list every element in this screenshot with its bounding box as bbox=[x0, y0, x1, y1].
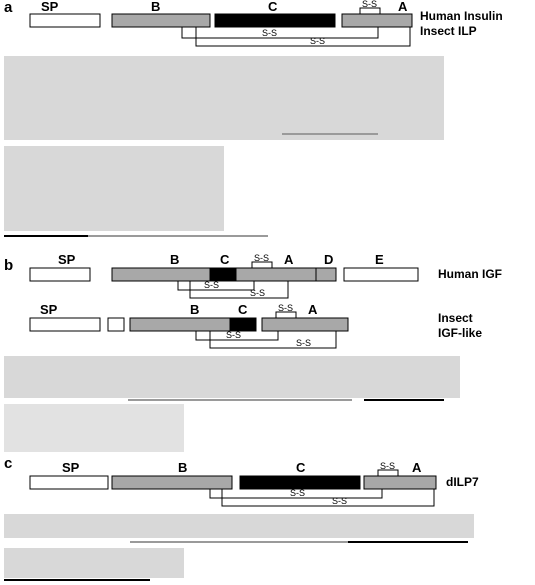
intra-a-disulfide bbox=[275, 311, 297, 318]
domain-e-label: E bbox=[375, 252, 384, 267]
alignment-block-a2 bbox=[4, 146, 224, 231]
domain-sp-box bbox=[29, 267, 91, 282]
disulfide-bond-1 bbox=[181, 27, 379, 39]
sequence-alignment-a bbox=[4, 56, 444, 237]
alignment-block-a1 bbox=[4, 56, 444, 140]
sequence-alignment-b bbox=[4, 356, 460, 452]
domain-d-label: D bbox=[324, 252, 333, 267]
domain-sp-label: SP bbox=[58, 252, 76, 267]
domain-c-box bbox=[239, 475, 361, 490]
alignment-block-b2 bbox=[4, 404, 184, 452]
domain-a-label: A bbox=[308, 302, 318, 317]
domain-b-label: B bbox=[190, 302, 199, 317]
disulfide-label-1: S-S bbox=[262, 28, 277, 38]
title-insect-ilp: Insect ILP bbox=[420, 24, 477, 38]
alignment-block-c2 bbox=[4, 548, 184, 578]
spacer-box bbox=[107, 317, 125, 332]
title-human-igf: Human IGF bbox=[438, 267, 502, 281]
domain-sp-box bbox=[29, 13, 101, 28]
intra-a-ss-label: S-S bbox=[278, 303, 293, 313]
domain-a-box bbox=[261, 317, 349, 332]
domain-sp-label: SP bbox=[62, 460, 80, 475]
title-insect: Insect bbox=[438, 311, 473, 325]
domain-b-label: B bbox=[170, 252, 179, 267]
intra-a-ss-label: S-S bbox=[362, 0, 377, 9]
domain-e-box bbox=[343, 267, 419, 282]
domain-sp-box bbox=[29, 475, 109, 490]
disulfide-bond-2 bbox=[195, 27, 411, 47]
disulfide-label-2: S-S bbox=[332, 496, 347, 506]
domain-b-box bbox=[129, 317, 231, 332]
domain-c-label: C bbox=[296, 460, 306, 475]
intra-a-ss-label: S-S bbox=[380, 461, 395, 471]
disulfide-label-2: S-S bbox=[296, 338, 311, 348]
disulfide-label-1: S-S bbox=[226, 330, 241, 340]
disulfide-bond-1 bbox=[209, 489, 383, 499]
disulfide-bond-2 bbox=[189, 281, 289, 299]
disulfide-bond-1 bbox=[195, 331, 279, 341]
sequence-alignment-c bbox=[4, 514, 474, 581]
domain-c-label: C bbox=[238, 302, 248, 317]
panel-a: a SP B C A S-S S-S S-S Human Insulin Ins… bbox=[4, 0, 503, 237]
panel-b: b SP B C A D E S-S S-S S-S Human IGF SP … bbox=[4, 252, 502, 452]
domain-a-box bbox=[235, 267, 317, 282]
disulfide-bond-1 bbox=[177, 281, 255, 291]
domain-a-label: A bbox=[398, 0, 408, 14]
panel-letter-c: c bbox=[4, 455, 12, 472]
panel-letter-b: b bbox=[4, 257, 13, 274]
disulfide-bond-2 bbox=[221, 489, 435, 507]
panel-letter-a: a bbox=[4, 0, 13, 16]
domain-b-box bbox=[111, 475, 233, 490]
domain-a-label: A bbox=[412, 460, 422, 475]
domain-b-label: B bbox=[178, 460, 187, 475]
domain-sp-label: SP bbox=[40, 302, 58, 317]
domain-c-box bbox=[214, 13, 336, 28]
panel-c: c SP B C A S-S S-S S-S dILP7 bbox=[4, 455, 479, 581]
intra-a-disulfide bbox=[359, 7, 381, 14]
disulfide-label-1: S-S bbox=[290, 488, 305, 498]
title-igf-like: IGF-like bbox=[438, 326, 482, 340]
disulfide-label-2: S-S bbox=[310, 36, 325, 46]
alignment-block-b1 bbox=[4, 356, 460, 398]
alignment-block-c1 bbox=[4, 514, 474, 538]
domain-c-label: C bbox=[220, 252, 230, 267]
intra-a-disulfide bbox=[251, 261, 273, 268]
domain-b-box bbox=[111, 267, 211, 282]
domain-sp-label: SP bbox=[41, 0, 59, 14]
domain-b-box bbox=[111, 13, 211, 28]
domain-a-label: A bbox=[284, 252, 294, 267]
disulfide-bond-2 bbox=[209, 331, 337, 349]
title-human-insulin: Human Insulin bbox=[420, 9, 503, 23]
domain-c-label: C bbox=[268, 0, 278, 14]
intra-a-disulfide bbox=[377, 469, 399, 476]
domain-d-box bbox=[315, 267, 337, 282]
domain-c-box bbox=[229, 317, 257, 332]
disulfide-label-2: S-S bbox=[250, 288, 265, 298]
domain-b-label: B bbox=[151, 0, 160, 14]
intra-a-ss-label: S-S bbox=[254, 253, 269, 263]
domain-sp-box bbox=[29, 317, 101, 332]
disulfide-label-1: S-S bbox=[204, 280, 219, 290]
domain-a-box bbox=[363, 475, 437, 490]
domain-a-box bbox=[341, 13, 413, 28]
title-dilp7: dILP7 bbox=[446, 475, 479, 489]
